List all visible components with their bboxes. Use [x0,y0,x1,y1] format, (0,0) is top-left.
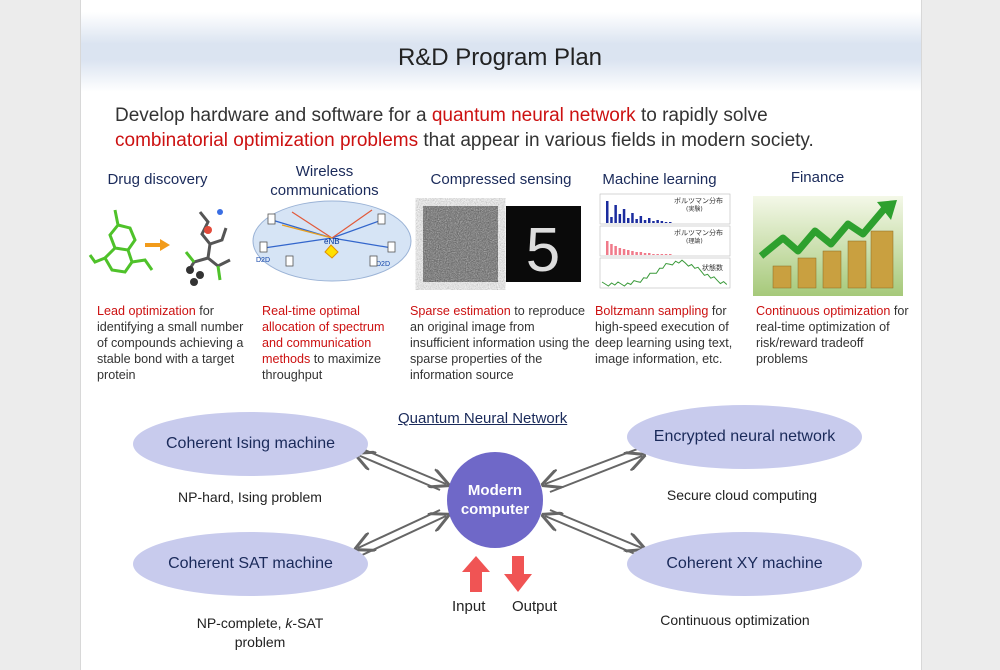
label-sat-part: -SAT [292,615,324,631]
label-encrypted: Secure cloud computing [666,487,818,503]
desc-body: for identifying a small number of compou… [97,304,244,382]
node-coherent-xy: Coherent XY machine [627,532,862,596]
field-machine-learning: Machine learning [602,171,717,188]
center-line-1: Modern [467,482,523,499]
label-sat-part: problem [234,634,286,650]
desc-highlight: Real-time optimal allocation of spectrum… [262,304,385,366]
svg-text:ボルツマン分布: ボルツマン分布 [674,196,723,205]
desc-finance: Continuous optimization for real-time op… [756,303,914,367]
intro-text: Develop hardware and software for a quan… [115,103,915,153]
label-ising: NP-hard, Ising problem [178,489,322,505]
slide-title: R&D Program Plan [397,44,603,71]
label-xy: Continuous optimization [660,612,810,628]
title-bar [81,12,921,92]
desc-highlight: Lead optimization [97,304,196,318]
desc-highlight: Continuous optimization [756,304,891,318]
compressed-sensing-image: 5 [423,206,581,285]
molecule-image [88,209,231,286]
intro-part: Develop hardware and software for a [115,105,432,126]
field-wireless: Wireless communications [270,163,379,199]
svg-text:(理論): (理論) [686,237,703,245]
field-compressed-sensing: Compressed sensing [430,171,572,188]
finance-growth-image [753,196,903,296]
desc-highlight: Sparse estimation [410,304,511,318]
intro-part: that appear in various fields in modern … [418,130,814,151]
desc-highlight: Boltzmann sampling [595,304,709,318]
node-coherent-sat: Coherent SAT machine [133,532,368,596]
intro-highlight-qnn: quantum neural network [431,105,636,126]
svg-text:ボルツマン分布: ボルツマン分布 [674,228,723,237]
desc-sensing: Sparse estimation to reproduce an origin… [410,303,592,383]
node-encrypted-nn: Encrypted neural network [627,405,862,469]
d2d-label-right: D2D [376,261,390,268]
digit-five: 5 [526,216,560,285]
desc-wireless: Real-time optimal allocation of spectrum… [262,303,407,383]
field-drug-discovery: Drug discovery [107,171,208,188]
center-line-2: computer [460,501,530,518]
desc-body: for real-time optimization of risk/rewar… [756,304,909,366]
label-sat: NP-complete, k-SAT problem [160,614,360,652]
node-coherent-ising: Coherent Ising machine [133,412,368,476]
input-arrow-icon [462,556,490,592]
svg-text:状態数: 状態数 [702,263,723,272]
output-label: Output [512,598,558,615]
modern-computer-node: Modern computer [447,452,543,548]
desc-body: to reproduce an original image from insu… [410,304,590,382]
wireless-network-image: eNB D2D D2D [252,200,412,282]
input-label: Input [452,598,486,615]
intro-highlight-combinatorial: combinatorial optimization problems [115,130,419,151]
qnn-heading: Quantum Neural Network [398,410,568,427]
svg-text:(実験): (実験) [686,205,703,213]
label-sat-part: NP-complete, [196,615,286,631]
d2d-label-left: D2D [256,257,270,264]
boltzmann-chart-image: ボルツマン分布 (実験) ボルツマン分布 (理論) 状態数 [594,192,734,292]
label-sat-k: k [285,615,293,631]
desc-body: to maximize throughput [262,352,381,382]
desc-ml: Boltzmann sampling for high-speed execut… [595,303,745,367]
output-arrow-icon [504,556,532,592]
field-finance: Finance [790,169,845,186]
intro-part: to rapidly solve [635,105,768,126]
enb-label: eNB [324,237,340,246]
desc-body: for high-speed execution of deep learnin… [595,304,733,366]
desc-drug: Lead optimization for identifying a smal… [97,303,247,383]
